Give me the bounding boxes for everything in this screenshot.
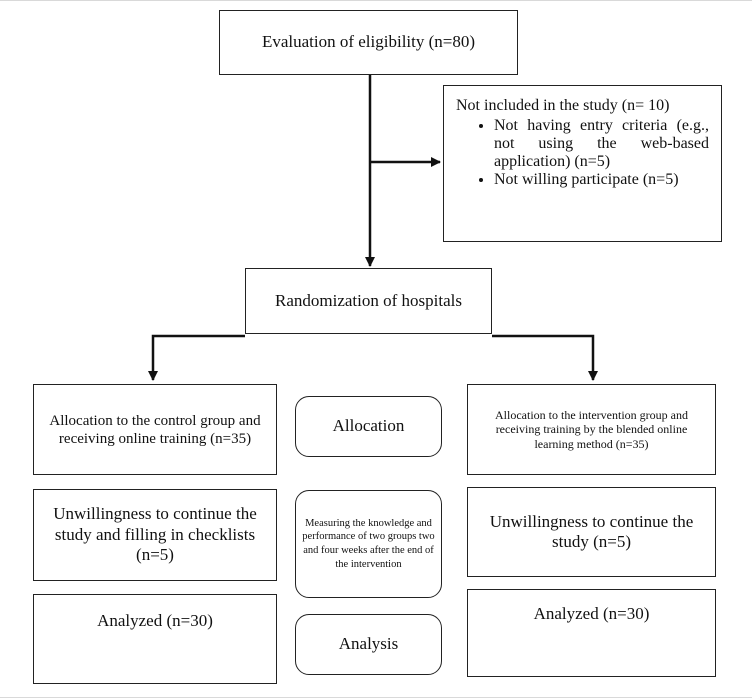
excluded-title: Not included in the study (n= 10)	[456, 97, 670, 114]
control-allocation-text: Allocation to the control group and rece…	[49, 412, 261, 447]
randomization-text: Randomization of hospitals	[275, 290, 462, 310]
control-unwilling-text: Unwillingness to continue the study and …	[53, 504, 257, 565]
exclusion-reason-entry-criteria: Not having entry criteria (e.g., not usi…	[494, 117, 709, 171]
control-unwilling-box: Unwillingness to continue the study and …	[33, 489, 277, 581]
exclusion-reason-unwilling: Not willing participate (n=5)	[494, 171, 709, 189]
allocation-stage-label: Allocation	[332, 416, 405, 436]
control-analyzed-text: Analyzed (n=30)	[97, 611, 213, 630]
intervention-analyzed-box: Analyzed (n=30)	[467, 589, 716, 677]
intervention-unwilling-box: Unwillingness to continue the study (n=5…	[467, 487, 716, 577]
analysis-stage-box: Analysis	[295, 614, 442, 675]
measurement-stage-label: Measuring the knowledge and performance …	[302, 517, 435, 570]
exclusion-reasons: Not having entry criteria (e.g., not usi…	[456, 117, 709, 189]
randomization-box: Randomization of hospitals	[245, 268, 492, 334]
control-branch-arrow	[148, 334, 245, 381]
eligibility-text: Evaluation of eligibility (n=80)	[261, 32, 476, 52]
intervention-allocation-text: Allocation to the intervention group and…	[495, 407, 688, 451]
control-analyzed-box: Analyzed (n=30)	[33, 594, 277, 684]
intervention-allocation-box: Allocation to the intervention group and…	[467, 384, 716, 475]
top-border	[0, 0, 752, 1]
intervention-branch-arrow	[492, 334, 598, 381]
measurement-stage-box: Measuring the knowledge and performance …	[295, 490, 442, 598]
intervention-unwilling-text: Unwillingness to continue the study (n=5…	[489, 511, 694, 551]
intervention-analyzed-text: Analyzed (n=30)	[533, 604, 650, 623]
excluded-box: Not included in the study (n= 10) Not ha…	[443, 85, 722, 242]
allocation-stage-box: Allocation	[295, 396, 442, 457]
analysis-stage-label: Analysis	[338, 634, 399, 654]
eligibility-box: Evaluation of eligibility (n=80)	[219, 10, 518, 75]
control-allocation-box: Allocation to the control group and rece…	[33, 384, 277, 475]
